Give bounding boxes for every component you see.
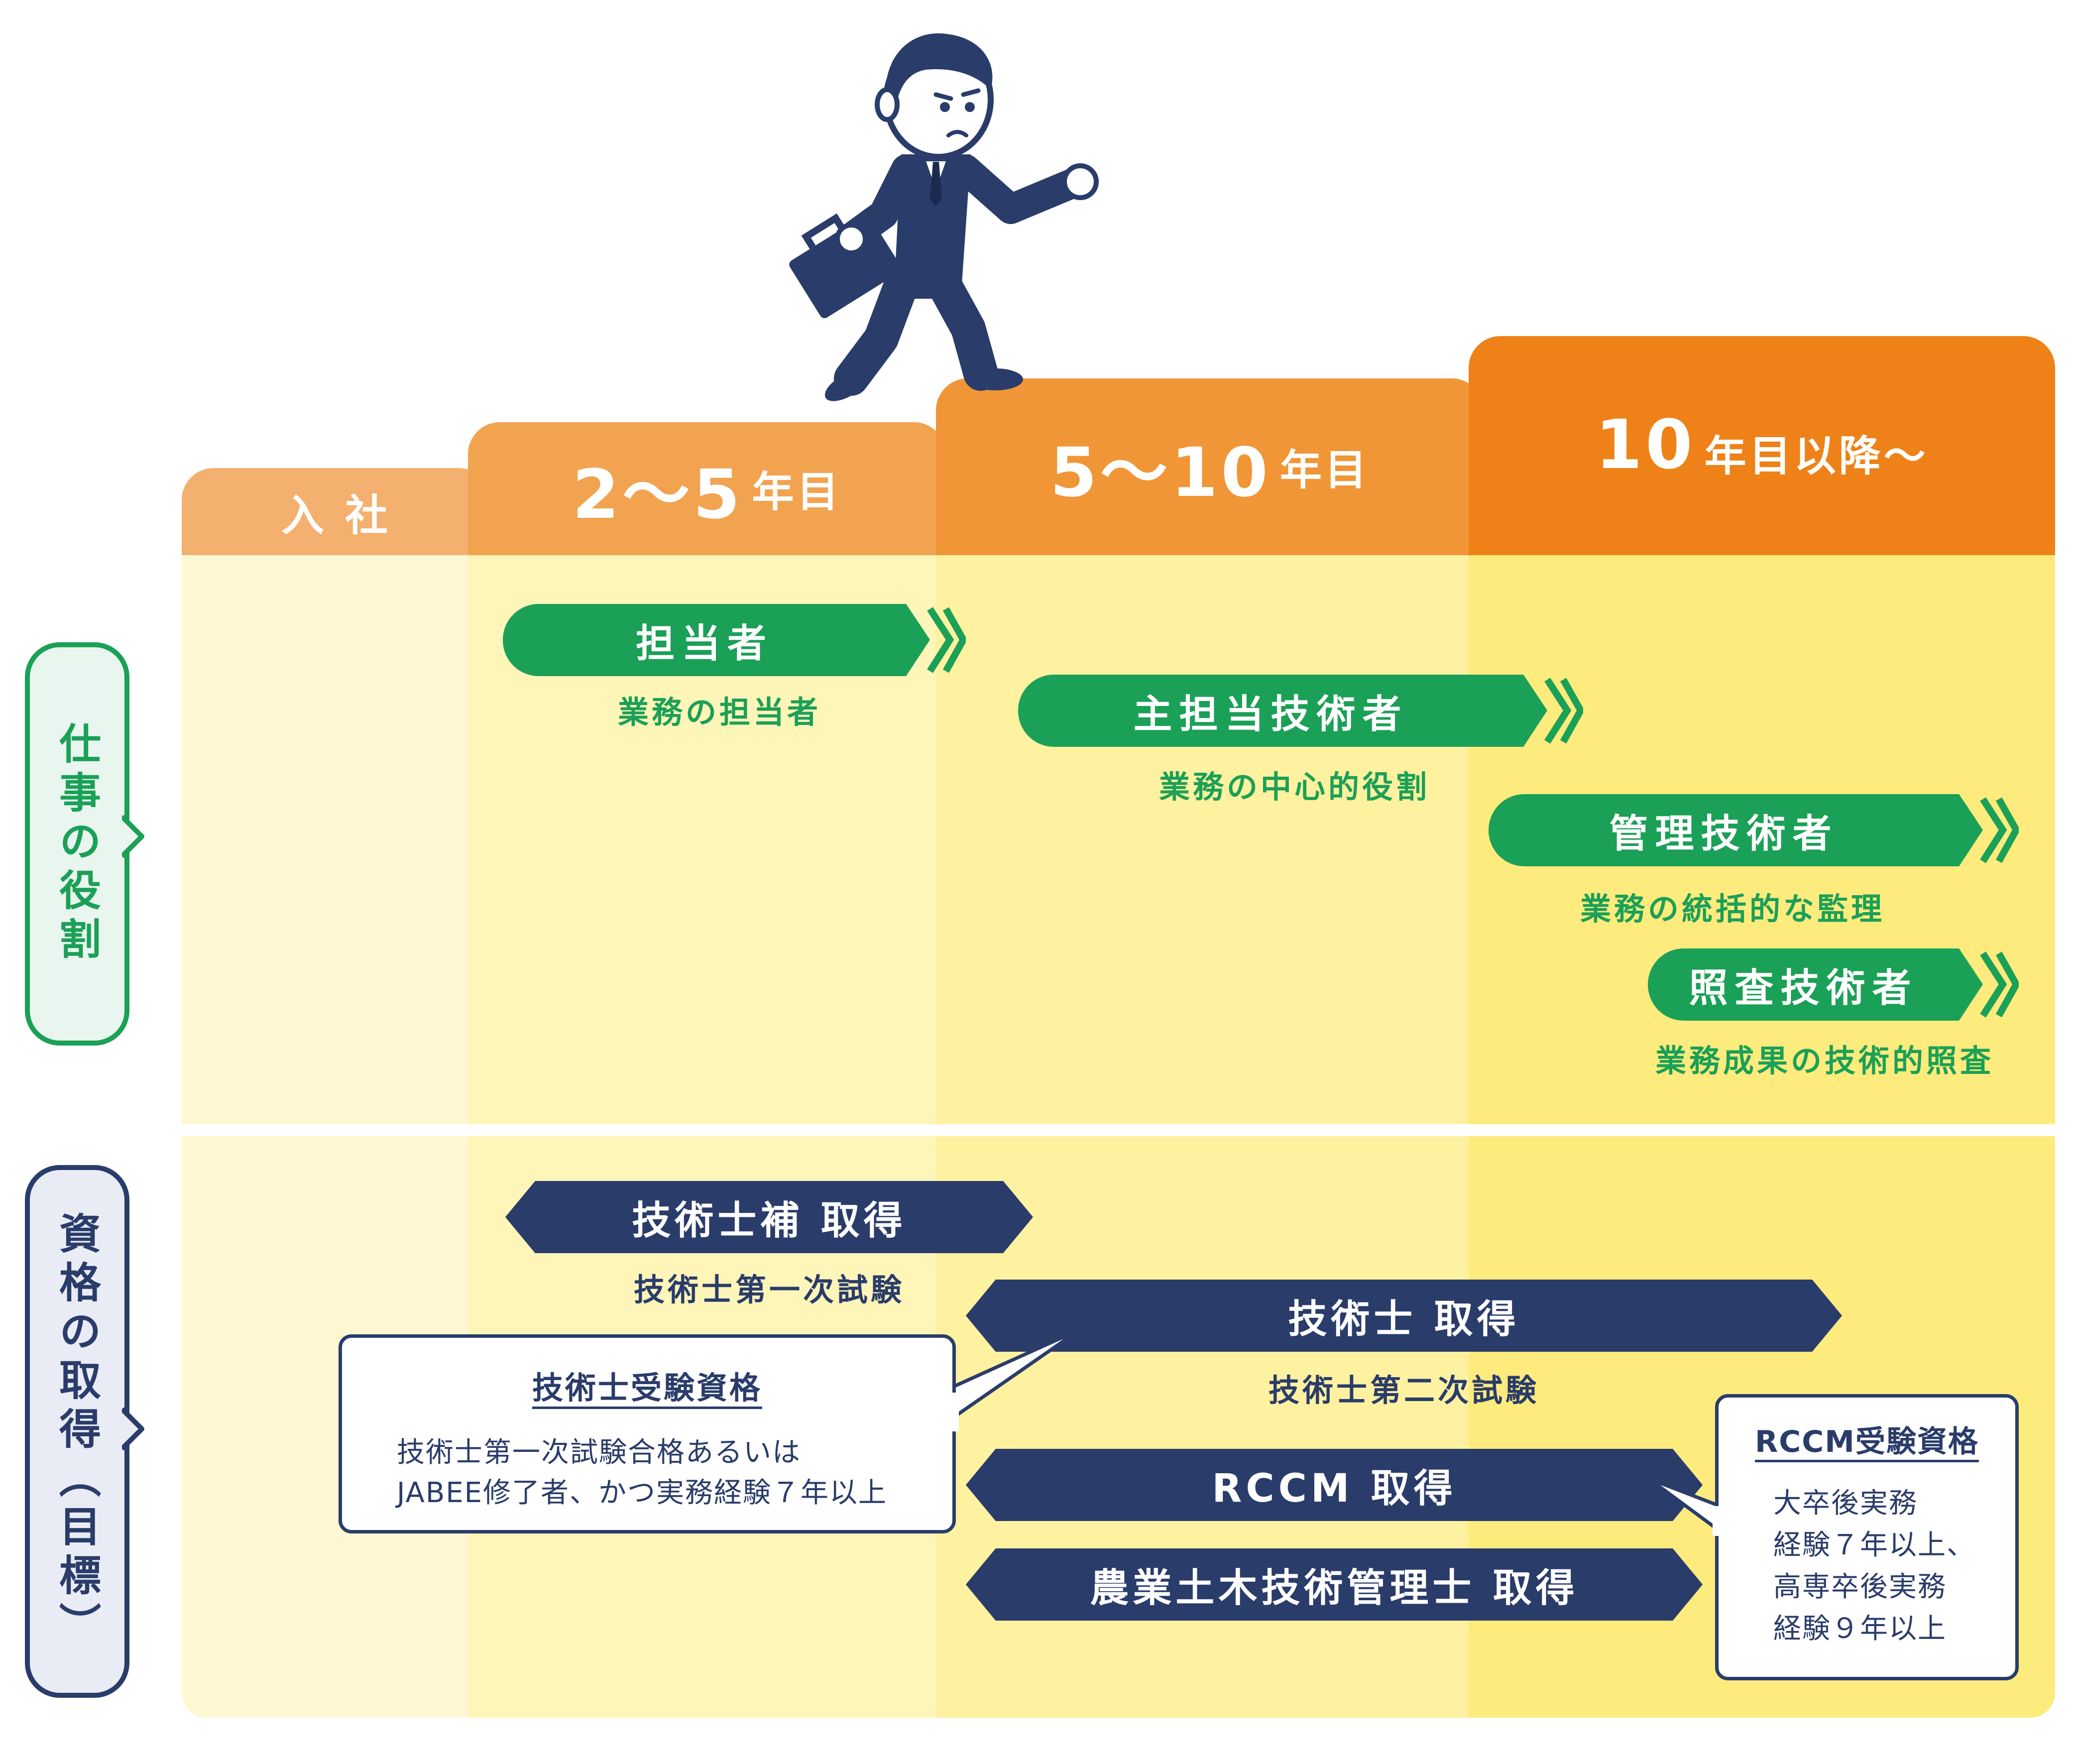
header-tab-5-10: 5～10 年目 [936,378,1484,555]
header-5-10-number: 5～10 [1050,434,1271,512]
role-pill-tantousha: 担当者 [503,604,906,676]
triple-chevron-icon [1959,948,2019,1021]
callout-rccm-body: 大卒後実務 経験７年以上、 高専卒後実務 経験９年以上 [1733,1483,2000,1650]
callout-engineer-requirements: 技術士受験資格 技術士第一次試験合格あるいは JABEE修了者、かつ実務経験７年… [339,1334,956,1533]
callout-rccm-line1: 大卒後実務 [1773,1487,1918,1520]
qual-agri-civil-title: 農業土木技術管理士 取得 [1090,1565,1579,1611]
triple-chevron-icon [906,604,966,676]
role-main-engineer-desc: 業務の中心的役割 [1158,769,1430,805]
column-bg-3b [936,1136,1469,1718]
section-label-roles: 仕事の役割 [25,642,129,1046]
callout-pointer-mask [952,1393,959,1431]
callout-rccm-line3: 高専卒後実務 [1773,1571,1947,1603]
header-tab-2-5: 2～5 年目 [468,422,946,555]
header-10plus-unit: 年目以降～ [1704,432,1929,480]
callout-rccm-requirements: RCCM受験資格 大卒後実務 経験７年以上、 高専卒後実務 経験９年以上 [1715,1394,2019,1680]
section-label-qualifications-text: 資格の取得（目標） [52,1212,102,1651]
role-main-engineer-title: 主担当技術者 [1133,692,1408,737]
triple-chevron-icon [1523,675,1583,747]
header-join-label: 入 社 [281,491,391,541]
qual-assistant-engineer-desc: 技術士第一次試験 [633,1272,905,1308]
callout-engineer-line2: JABEE修了者、かつ実務経験７年以上 [397,1477,888,1510]
callout-rccm-title: RCCM受験資格 [1755,1424,1979,1459]
role-manager-desc: 業務の統括的な監理 [1580,891,1885,927]
header-2-5-number: 2～5 [572,456,743,534]
qual-engineer-title: 技術士 取得 [1288,1296,1520,1342]
qual-assistant-engineer-title: 技術士補 取得 [632,1198,907,1243]
header-tab-10plus: 10 年目以降～ [1469,336,2055,555]
triple-chevron-icon [1959,794,2019,866]
walking-businessman-icon [789,33,1099,401]
section-label-qualifications: 資格の取得（目標） [25,1165,129,1698]
qual-bar-engineer: 技術士 取得 [966,1280,1842,1352]
callout-engineer-title: 技術士受験資格 [532,1370,762,1406]
callout-rccm-line4: 経験９年以上 [1773,1613,1947,1645]
role-pill-manager: 管理技術者 [1489,794,1959,866]
header-5-10-unit: 年目 [1279,446,1370,494]
chevron-right-icon [122,1407,144,1451]
header-10plus-number: 10 [1595,406,1696,484]
role-pill-main-engineer: 主担当技術者 [1018,675,1523,747]
qual-bar-assistant-engineer: 技術士補 取得 [505,1181,1033,1253]
role-tantousha-desc: 業務の担当者 [617,694,821,730]
section-label-roles-text: 仕事の役割 [52,722,102,966]
qual-bar-agri-civil: 農業土木技術管理士 取得 [966,1548,1703,1621]
callout-pointer-mask [1713,1506,1720,1536]
role-reviewer-desc: 業務成果の技術的照査 [1655,1043,1994,1079]
callout-engineer-line1: 技術士第一次試験合格あるいは [397,1436,801,1469]
role-tantousha-title: 担当者 [635,621,773,666]
chevron-right-icon [122,815,144,858]
qual-engineer-desc: 技術士第二次試験 [1268,1372,1539,1409]
header-2-5-unit: 年目 [752,468,842,516]
qual-bar-rccm: RCCM 取得 [966,1449,1703,1521]
qual-rccm-title: RCCM 取得 [1212,1466,1457,1511]
role-manager-title: 管理技術者 [1609,811,1839,856]
column-bg-3 [936,555,1469,1124]
header-tab-join: 入 社 [182,468,490,555]
column-bg-1 [182,555,468,1124]
callout-engineer-body: 技術士第一次試験合格あるいは JABEE修了者、かつ実務経験７年以上 [397,1432,927,1513]
callout-rccm-line2: 経験７年以上、 [1773,1529,1975,1561]
role-reviewer-title: 照査技術者 [1689,965,1918,1011]
role-pill-reviewer: 照査技術者 [1648,948,1959,1021]
